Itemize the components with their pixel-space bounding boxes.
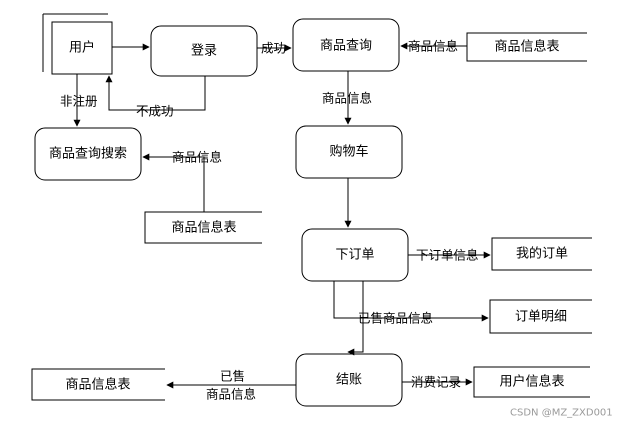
query-label: 商品查询 (320, 39, 372, 54)
watermark: CSDN @MZ_ZXD001 (510, 408, 613, 419)
login-process (150, 25, 258, 77)
store-user-info (473, 366, 590, 398)
store-goods-left (31, 368, 165, 401)
label-goods-info-search: 商品信息 (172, 150, 222, 165)
flow-order-detail (333, 281, 489, 322)
label-consume-record: 消费记录 (411, 375, 461, 390)
label-failure: 不成功 (136, 104, 174, 119)
flow-store-search (142, 153, 205, 212)
flow-order-checkout (347, 281, 364, 356)
store-my-order (491, 237, 592, 271)
label-order-info: 下订单信息 (416, 248, 479, 263)
store-left-label: 商品信息表 (65, 377, 130, 393)
user-label: 用户 (69, 40, 95, 56)
store-order-detail (489, 299, 592, 334)
search-process (34, 127, 142, 181)
checkout-label: 结账 (336, 373, 362, 388)
store-goods-top (466, 32, 587, 62)
order-label: 下订单 (335, 248, 374, 263)
store-top-label: 商品信息表 (494, 39, 559, 55)
flow-login-fail (105, 75, 206, 111)
label-not-registered: 非注册 (60, 94, 98, 109)
store-order-detail-label: 订单明细 (515, 310, 567, 325)
label-success: 成功 (261, 41, 286, 56)
cart-process (295, 125, 403, 179)
store-my-order-label: 我的订单 (516, 246, 568, 262)
cart-label: 购物车 (329, 144, 368, 160)
query-process (292, 18, 400, 72)
label-sold-goods-info: 已售商品信息 (358, 311, 433, 326)
label-sold-line1: 已售 (220, 369, 245, 384)
store-mid-label: 商品信息表 (171, 220, 236, 236)
user-entity (42, 13, 113, 75)
label-goods-info-query: 商品信息 (322, 91, 372, 106)
label-sold-line2: 商品信息 (206, 387, 256, 402)
store-user-info-label: 用户信息表 (499, 374, 564, 390)
search-label: 商品查询搜索 (49, 147, 127, 162)
label-goods-info-top: 商品信息 (408, 39, 458, 54)
login-label: 登录 (191, 44, 217, 59)
